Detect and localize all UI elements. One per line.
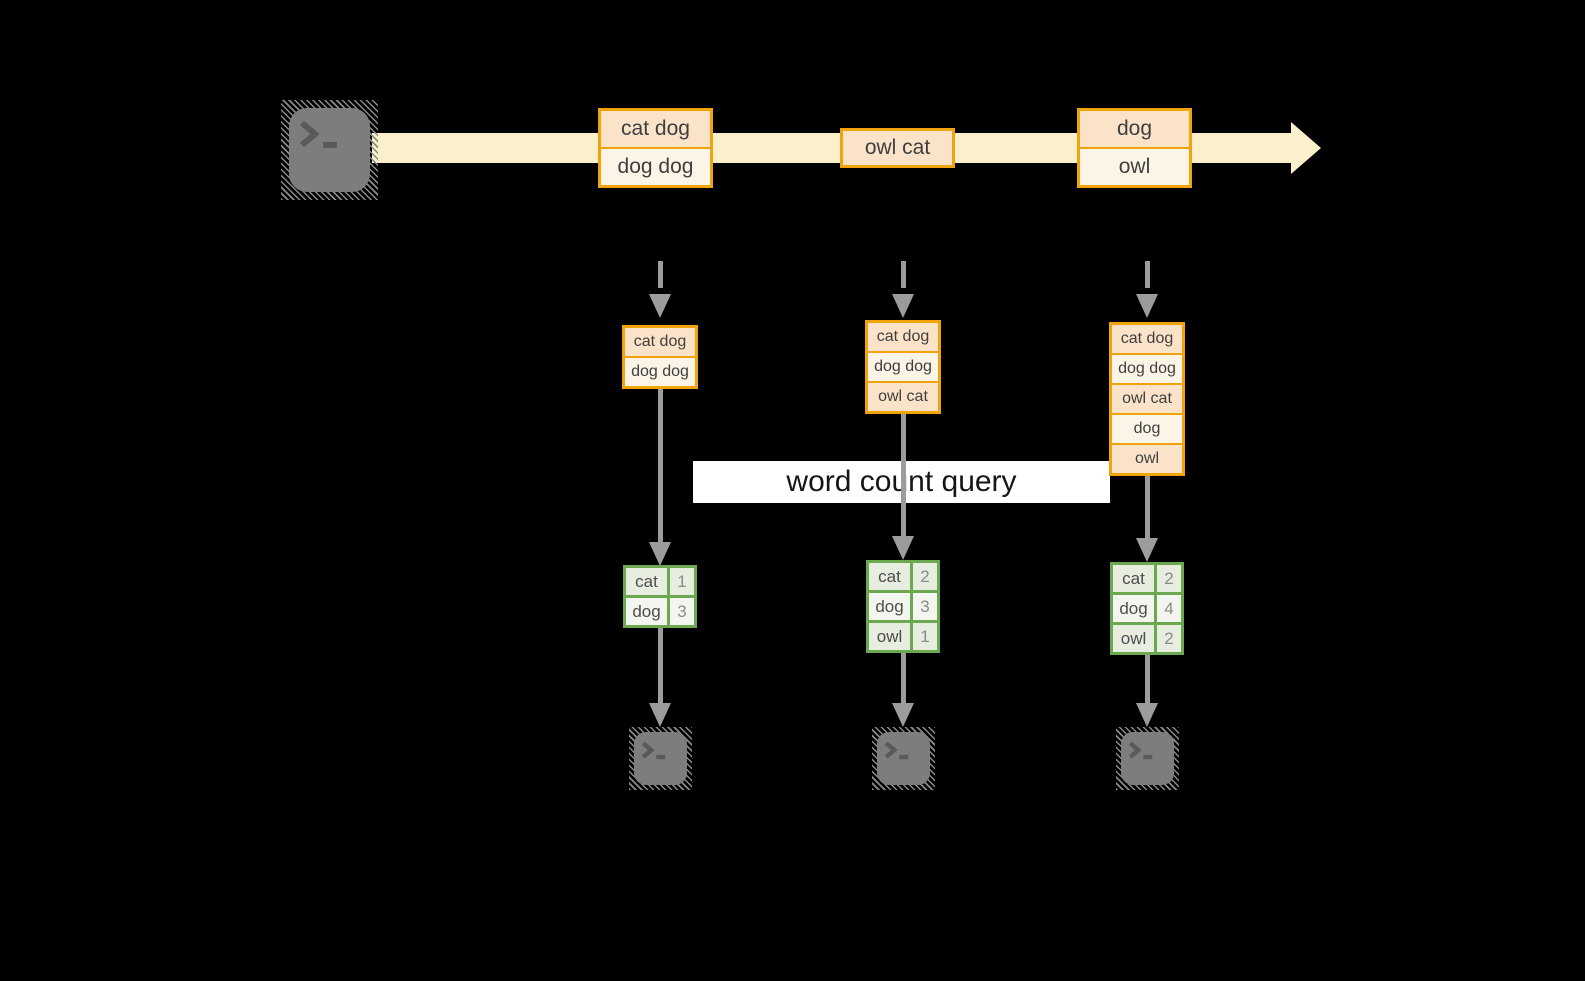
state-cell: dog dog (868, 353, 938, 381)
arrow-head (892, 536, 914, 560)
count-word-cell: owl (1113, 625, 1154, 652)
dashed-arrow-shaft (900, 261, 906, 288)
count-table: cat 2 dog 4 owl 2 (1110, 562, 1184, 655)
arrow-shaft (657, 628, 663, 705)
arrow-head (649, 542, 671, 566)
count-table: cat 1 dog 3 (623, 565, 697, 628)
dashed-arrow-shaft (657, 261, 663, 288)
arrow-shaft (900, 414, 906, 538)
dashed-arrow-shaft (1144, 261, 1150, 288)
count-value-cell: 3 (670, 598, 694, 625)
dashed-arrow-head (1136, 294, 1158, 318)
stream-message-box: owl cat (840, 128, 955, 168)
count-table: cat 2 dog 3 owl 1 (866, 560, 940, 653)
stream-message-cell: dog (1080, 111, 1189, 147)
stream-message-box: dog owl (1077, 108, 1192, 188)
stream-message-cell: owl cat (843, 131, 952, 165)
state-cell: dog (1112, 415, 1182, 443)
terminal-body (289, 108, 370, 192)
count-word-cell: cat (869, 563, 910, 590)
arrow-head (649, 703, 671, 727)
count-value-cell: 1 (913, 623, 937, 650)
count-word-cell: dog (626, 598, 667, 625)
count-value-cell: 2 (1157, 565, 1181, 592)
state-cell: owl (1112, 445, 1182, 473)
arrow-head (1136, 703, 1158, 727)
stream-message-cell: cat dog (601, 111, 710, 147)
terminal-body (634, 732, 687, 785)
terminal-prompt-icon (641, 741, 666, 760)
arrow-head (892, 703, 914, 727)
arrow-shaft (1144, 476, 1150, 540)
sink-terminal-icon (1116, 727, 1179, 790)
state-cell: owl cat (1112, 385, 1182, 413)
arrow-shaft (1144, 655, 1150, 705)
state-box: cat dog dog dog owl cat (865, 320, 941, 414)
stream-arrow-head (1291, 122, 1321, 174)
count-word-cell: dog (1113, 595, 1154, 622)
stream-message-cell: owl (1080, 149, 1189, 185)
terminal-prompt-icon (300, 120, 337, 148)
sink-terminal-icon (872, 727, 935, 790)
terminal-body (877, 732, 930, 785)
terminal-prompt-icon (884, 741, 909, 760)
count-value-cell: 2 (913, 563, 937, 590)
count-word-cell: cat (626, 568, 667, 595)
source-terminal-icon (281, 100, 378, 200)
count-value-cell: 2 (1157, 625, 1181, 652)
state-box: cat dog dog dog (622, 325, 698, 389)
state-cell: owl cat (868, 383, 938, 411)
stream-message-cell: dog dog (601, 149, 710, 185)
count-word-cell: owl (869, 623, 910, 650)
arrow-head (1136, 538, 1158, 562)
state-cell: cat dog (1112, 325, 1182, 353)
terminal-body (1121, 732, 1174, 785)
state-box: cat dog dog dog owl cat dog owl (1109, 322, 1185, 476)
state-cell: dog dog (625, 358, 695, 386)
terminal-prompt-icon (1128, 741, 1153, 760)
stream-message-box: cat dog dog dog (598, 108, 713, 188)
count-value-cell: 3 (913, 593, 937, 620)
arrow-shaft (900, 653, 906, 705)
dashed-arrow-head (892, 294, 914, 318)
arrow-shaft (657, 389, 663, 542)
state-cell: cat dog (868, 323, 938, 351)
sink-terminal-icon (629, 727, 692, 790)
count-word-cell: cat (1113, 565, 1154, 592)
state-cell: dog dog (1112, 355, 1182, 383)
count-word-cell: dog (869, 593, 910, 620)
dashed-arrow-head (649, 294, 671, 318)
count-value-cell: 4 (1157, 595, 1181, 622)
state-cell: cat dog (625, 328, 695, 356)
count-value-cell: 1 (670, 568, 694, 595)
